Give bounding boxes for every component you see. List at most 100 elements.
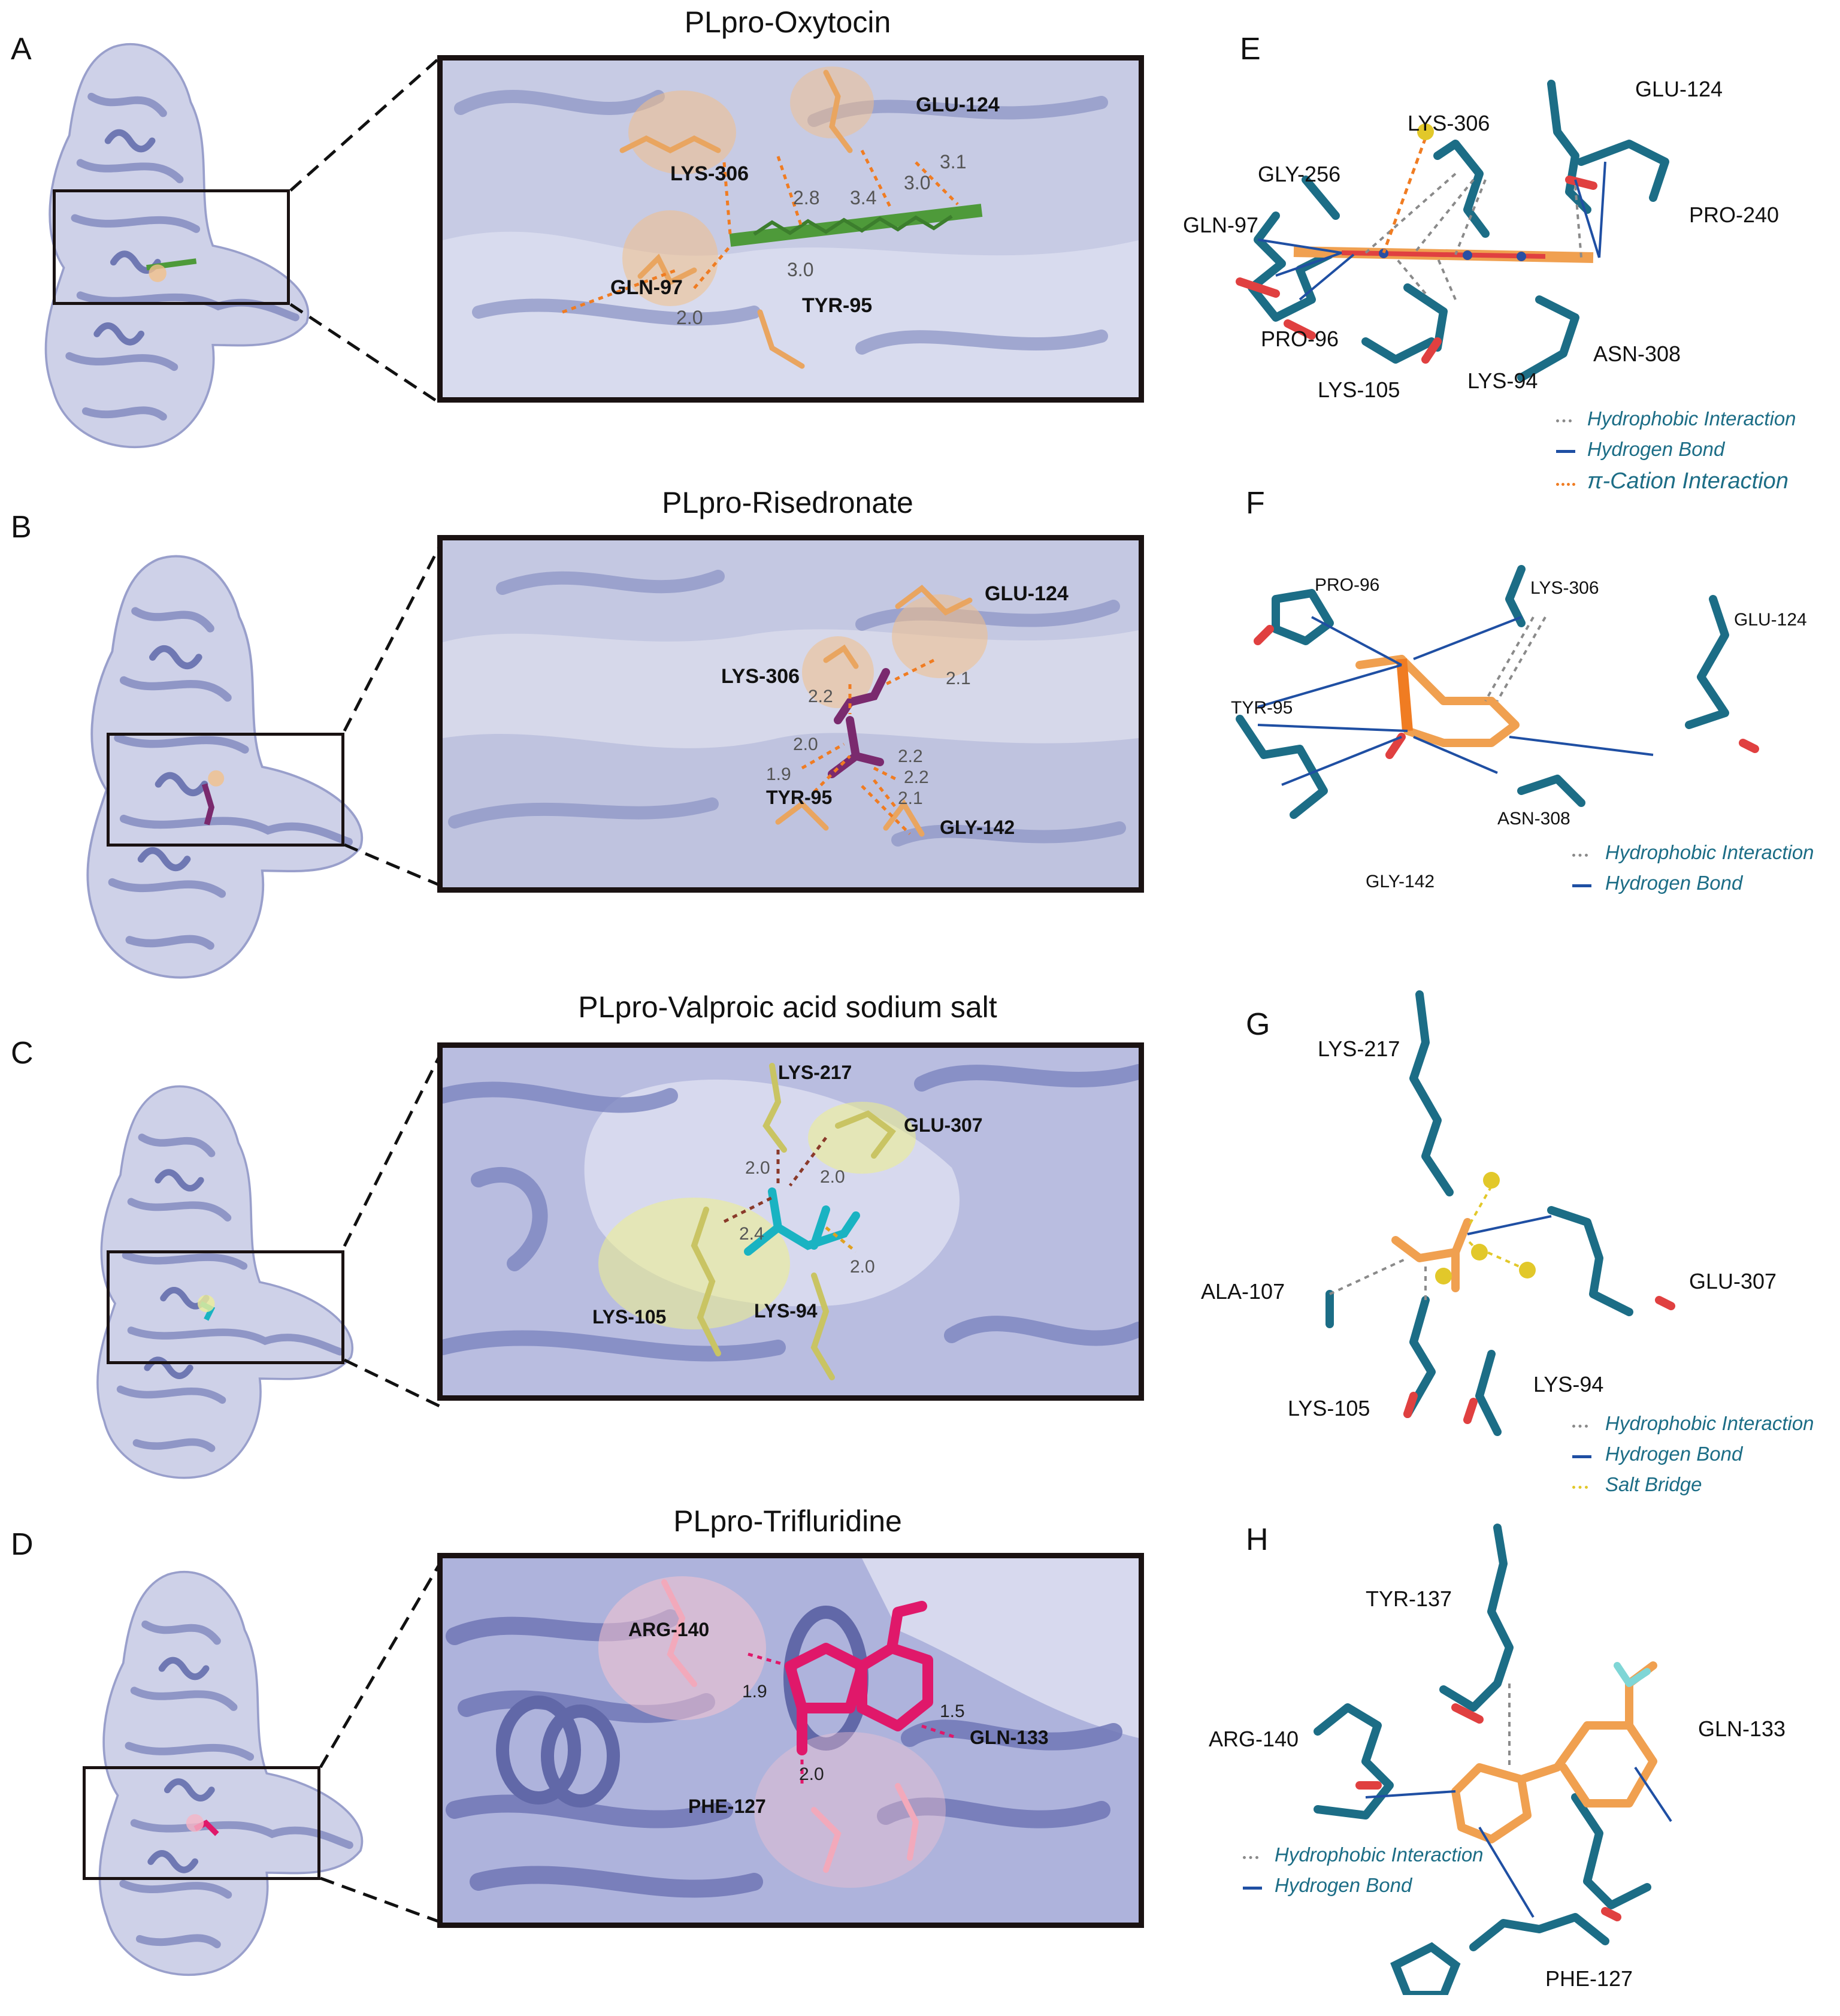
zoom-label-tyr-95: TYR-95: [766, 787, 832, 808]
zoom-label-arg-140: ARG-140: [628, 1619, 709, 1640]
distance-label: 3.0: [787, 259, 813, 280]
distance-label: 2.2: [808, 687, 833, 706]
distance-label: 2.0: [745, 1158, 770, 1178]
distance-label: 3.4: [850, 187, 876, 208]
zoom-guides-b: [343, 538, 445, 888]
zoom-label-lys-217: LYS-217: [778, 1062, 852, 1083]
residue-label-gln-97: GLN-97: [1183, 213, 1259, 237]
residue-label-gln-133: GLN-133: [1698, 1716, 1786, 1741]
distance-label: 2.2: [904, 767, 929, 787]
legend-swatch-hydrophobic: [1572, 1425, 1588, 1428]
panel-title-a: PLpro-Oxytocin: [684, 5, 891, 39]
ligand-overview-a: [146, 258, 197, 282]
zoom-label-gln-97: GLN-97: [610, 276, 683, 299]
ligand-oxytocin: [729, 204, 983, 247]
residue-label-lys-94: LYS-94: [1467, 368, 1538, 393]
panel-letter-e: E: [1240, 32, 1261, 67]
protein-overview-c: [78, 1078, 377, 1486]
ligand-trifluridine: [785, 1601, 933, 1755]
residue-label-tyr-95: TYR-95: [1231, 698, 1293, 718]
zoom-label-glu-307: GLU-307: [904, 1114, 983, 1136]
legend-label-hbond: Hydrogen Bond: [1275, 1874, 1412, 1896]
residue-label-lys-105: LYS-105: [1318, 377, 1400, 402]
panel-title-c: PLpro-Valproic acid sodium salt: [578, 990, 997, 1024]
legend-swatch-hydrophobic: [1572, 854, 1588, 857]
zoom-view-d: ARG-140 GLN-133 PHE-127 1.9 1.5 2.0: [437, 1553, 1144, 1928]
distance-label: 2.0: [799, 1764, 824, 1784]
interaction-diagram-h: [1314, 1524, 1672, 1995]
zoom-region-box-a: [53, 189, 290, 305]
residue-label-tyr-137: TYR-137: [1366, 1586, 1452, 1611]
legend-swatch-salt-bridge: [1572, 1486, 1588, 1489]
protein-overview-d: [84, 1564, 383, 1983]
residue-label-pro-96: PRO-96: [1315, 575, 1380, 595]
zoom-label-phe-127: PHE-127: [688, 1796, 766, 1817]
zoom-region-box-b: [107, 733, 344, 847]
panel-title-b: PLpro-Risedronate: [662, 486, 913, 519]
distance-label: 2.1: [898, 788, 923, 808]
legend-swatch-hydrophobic: [1243, 1856, 1258, 1859]
legend-swatch-hbond: [1243, 1887, 1262, 1890]
distance-label: 2.0: [793, 735, 818, 754]
zoom-region-box-c: [107, 1250, 344, 1364]
legend-label-hbond: Hydrogen Bond: [1605, 1443, 1743, 1465]
ligand-risedronate: [828, 668, 890, 778]
legend-swatch-hbond: [1572, 884, 1591, 887]
residue-label-asn-308: ASN-308: [1497, 809, 1570, 829]
interaction-diagram-e: [1236, 80, 1669, 382]
zoom-view-c: LYS-217 GLU-307 LYS-105 LYS-94 2.0 2.0 2…: [437, 1042, 1144, 1401]
residue-label-pro-96: PRO-96: [1261, 327, 1339, 351]
residue-label-glu-307: GLU-307: [1689, 1269, 1777, 1293]
residue-label-asn-308: ASN-308: [1593, 341, 1681, 366]
ligand-overview-d: [186, 1814, 219, 1836]
residue-label-arg-140: ARG-140: [1209, 1727, 1299, 1751]
distance-label: 3.1: [940, 151, 966, 173]
protein-overview-b: [72, 539, 383, 995]
zoom-label-lys-306: LYS-306: [670, 162, 749, 185]
distance-label: 1.9: [766, 764, 791, 784]
panel-title-d: PLpro-Trifluridine: [673, 1504, 902, 1538]
ligand-overview-c: [197, 1295, 216, 1321]
zoom-label-glu-124: GLU-124: [916, 93, 1000, 116]
zoom-guides-a: [289, 59, 438, 403]
distance-label: 2.0: [676, 307, 703, 328]
ligand-valproate: [744, 1187, 860, 1256]
interaction-diagram-g: [1325, 990, 1675, 1436]
residue-label-glu-124: GLU-124: [1734, 610, 1807, 630]
panel-letter-d: D: [11, 1527, 34, 1562]
legend-swatch-hbond: [1572, 1455, 1591, 1458]
residue-label-pro-240: PRO-240: [1689, 202, 1780, 227]
legend-swatch-pi-cation: [1556, 483, 1575, 486]
zoom-label-lys-306: LYS-306: [721, 665, 800, 688]
zoom-label-gly-142: GLY-142: [940, 817, 1015, 838]
distance-label: 1.5: [940, 1701, 965, 1721]
panel-letter-b: B: [11, 510, 32, 545]
distance-label: 2.0: [820, 1167, 845, 1187]
legend-label-hydrophobic: Hydrophobic Interaction: [1275, 1843, 1484, 1866]
legend-label-hydrophobic: Hydrophobic Interaction: [1605, 841, 1814, 863]
legend-swatch-hydrophobic: [1556, 419, 1572, 422]
zoom-view-b: GLU-124 LYS-306 TYR-95 GLY-142 2.1 2.2 2…: [437, 535, 1144, 893]
residue-label-lys-217: LYS-217: [1318, 1036, 1400, 1061]
protein-overview-a: [12, 36, 347, 455]
legend-swatch-hbond: [1556, 450, 1575, 453]
distance-label: 2.0: [850, 1257, 875, 1277]
distance-label: 2.4: [739, 1224, 764, 1244]
residue-label-phe-127: PHE-127: [1545, 1966, 1633, 1991]
distance-label: 1.9: [742, 1682, 767, 1701]
panel-letter-h: H: [1246, 1522, 1269, 1557]
zoom-label-gln-133: GLN-133: [970, 1727, 1049, 1748]
distance-label: 2.8: [793, 187, 819, 208]
residue-label-lys-105: LYS-105: [1288, 1396, 1370, 1420]
legend-label-hydrophobic: Hydrophobic Interaction: [1605, 1412, 1814, 1434]
residue-label-glu-124: GLU-124: [1635, 77, 1723, 101]
ligand-overview-b: [201, 770, 225, 826]
zoom-label-lys-94: LYS-94: [754, 1300, 818, 1322]
residue-label-ala-107: ALA-107: [1201, 1279, 1285, 1304]
legend-label-hydrophobic: Hydrophobic Interaction: [1587, 407, 1796, 430]
zoom-label-tyr-95: TYR-95: [802, 294, 872, 317]
zoom-guides-c: [343, 1047, 445, 1410]
legend-label-salt-bridge: Salt Bridge: [1605, 1473, 1702, 1495]
legend-label-pi-cation: π-Cation Interaction: [1587, 469, 1788, 494]
interaction-diagram-f: [1236, 565, 1759, 819]
